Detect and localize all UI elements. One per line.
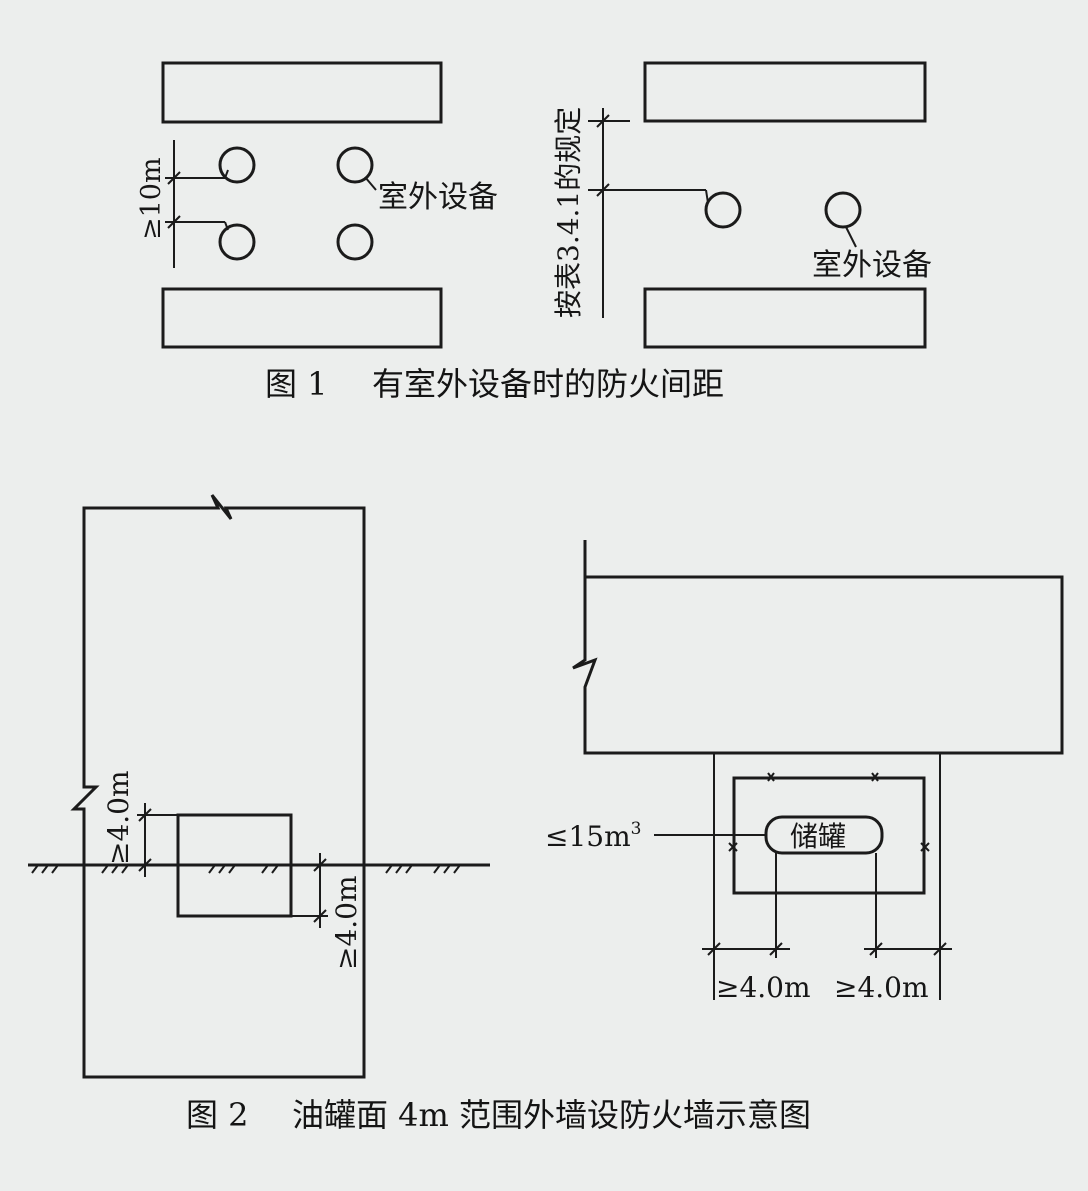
fig2-left-dim1-tick-top [138,808,152,822]
fig2-capacity-label-sup: 3 [631,819,642,839]
fig1-left-equipment-circle-3 [218,223,256,261]
fig1-right-dim-tick-top [596,114,610,128]
fig1-equipment-leader-left [364,176,377,191]
fig2-capacity-label-main: ≤15m [545,820,631,853]
fig1-caption-text: 有室外设备时的防火间距 [372,365,724,403]
fig1-left-equipment-circle-2 [336,146,374,184]
fig2-bottom-tick-2 [769,942,783,956]
fig1-right-equipment-circle-2 [824,191,862,229]
fig2-left-dim1-tick-bottom [138,858,152,872]
fig1-distance-label: ≥10m [136,157,167,240]
figure-2: ≥4.0m ≥4.0m 储罐 ≤15m3 ≥4.0 [28,494,1064,1134]
fig2-bottom-dim-label-right: ≥4.0m [834,971,929,1004]
fig1-right-equipment-circle-1 [704,191,742,229]
fig2-caption-text: 油罐面 4m 范围外墙设防火墙示意图 [292,1096,811,1134]
fig1-right-building-top [643,61,927,123]
fig2-caption-number: 图 2 [186,1096,249,1134]
fig2-left-dim2-tick-bottom [313,909,327,923]
fig1-caption-number: 图 1 [265,365,328,403]
fig1-left-equipment-circle-4 [336,223,374,261]
fig1-dim-leader-top [224,169,229,179]
fig2-ground-hatching [31,864,461,874]
fig1-right-dim-tick-bottom [596,183,610,197]
fig1-left-building-bottom [161,287,443,349]
fig2-bottom-tick-1 [707,942,721,956]
fig1-equipment-label-right: 室外设备 [812,248,932,283]
fig1-right-building-bottom [643,287,927,349]
figure-1: ≥10m 室外设备 按表3.4.1的规定 室外设备 图 1 有室外设备时的防火间… [136,61,932,403]
fig1-dim-tick-top [167,171,181,185]
fig2-left-tank-box [176,813,293,918]
fig1-dim-tick-bottom [167,215,181,229]
fig2-tank-label: 储罐 [790,820,846,853]
fig1-dim-leader-bottom [224,221,229,231]
fig2-bottom-tick-4 [933,942,947,956]
fig2-boundary-cross-marks [728,772,930,852]
fig2-left-dim1-label: ≥4.0m [102,770,135,865]
fig1-equipment-leader-right [845,226,857,248]
fig1-left-building-top [161,61,443,124]
fig1-left-equipment-circle-1 [218,146,256,184]
fig2-bottom-dim-label-left: ≥4.0m [716,971,811,1004]
fig2-left-dim2-tick-top [313,858,327,872]
fig2-bottom-tick-3 [869,942,883,956]
fig1-equipment-label-left: 室外设备 [378,180,498,215]
fig2-left-dim2-label: ≥4.0m [330,875,363,970]
fig2-left-building-outline [70,494,366,1079]
fig1-right-dim-ext-hook [705,189,709,204]
fig2-capacity-label: ≤15m3 [545,819,641,853]
fig1-rule-label: 按表3.4.1的规定 [552,107,585,318]
fig2-right-building-outline [572,540,1064,755]
